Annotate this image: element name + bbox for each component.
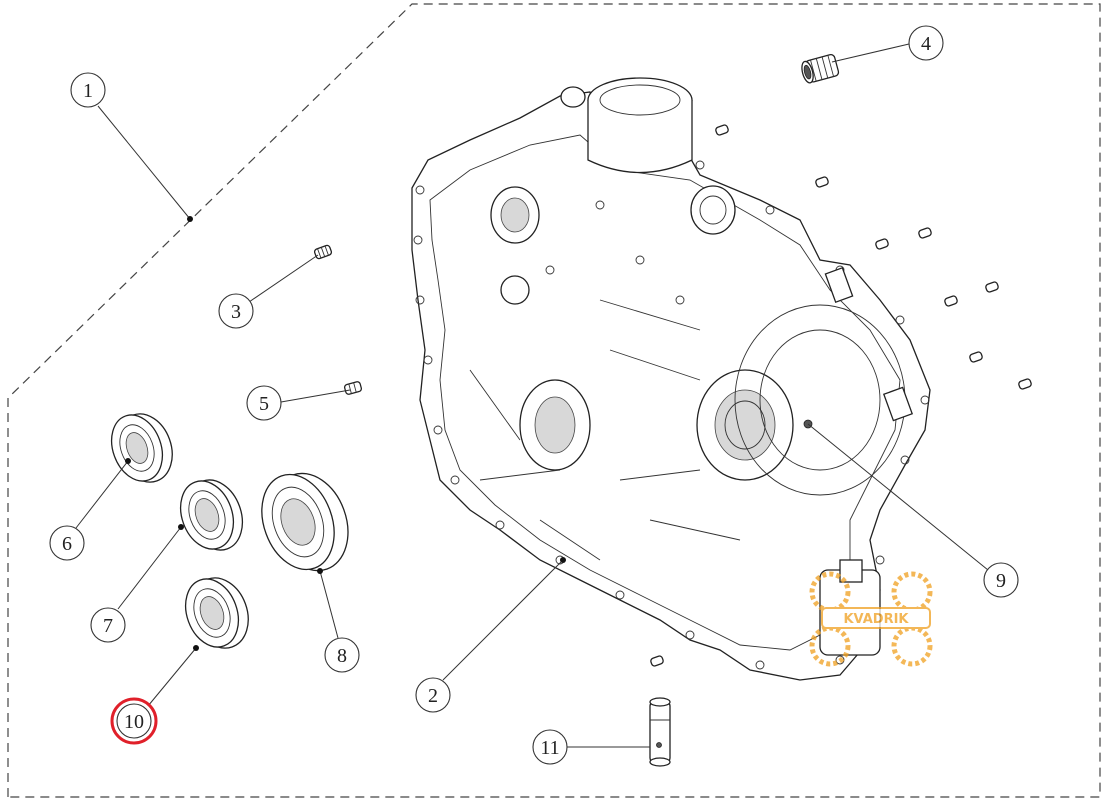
ball-bearing-7: [179, 479, 244, 551]
callout-10[interactable]: 10: [116, 703, 152, 739]
callout-3[interactable]: 3: [218, 293, 254, 329]
callout-7[interactable]: 7: [90, 607, 126, 643]
svg-text:6: 6: [62, 533, 72, 555]
svg-text:7: 7: [103, 615, 113, 637]
pin-part-11: [649, 697, 671, 767]
callout-5[interactable]: 5: [246, 385, 282, 421]
pin-part-3: [313, 244, 333, 260]
dowel-pins: [650, 124, 1032, 667]
kvadrik-watermark-logo: KVADRIK: [809, 571, 933, 667]
ball-bearing-10: [184, 577, 249, 649]
callout-2[interactable]: 2: [415, 677, 451, 713]
svg-text:3: 3: [231, 301, 241, 323]
svg-text:2: 2: [428, 685, 438, 707]
callout-6[interactable]: 6: [49, 525, 85, 561]
ball-bearing-6: [110, 413, 173, 483]
callout-11[interactable]: 11: [532, 729, 568, 765]
svg-text:4: 4: [921, 33, 931, 55]
watermark-text: KVADRIK: [843, 612, 909, 627]
svg-text:8: 8: [337, 645, 347, 667]
svg-text:11: 11: [540, 737, 559, 759]
needle-bearing-part: [801, 54, 840, 84]
crankcase-half: [411, 77, 931, 681]
svg-text:1: 1: [83, 80, 93, 102]
ball-bearing-8: [261, 472, 349, 572]
callout-1[interactable]: 1: [70, 72, 106, 108]
svg-text:9: 9: [996, 570, 1006, 592]
callout-8[interactable]: 8: [324, 637, 360, 673]
svg-text:10: 10: [124, 711, 144, 733]
assembly-boundary: [7, 3, 1101, 798]
pin-part-5: [344, 381, 362, 395]
callout-10-highlight-ring: [110, 697, 158, 745]
svg-text:5: 5: [259, 393, 269, 415]
callout-4[interactable]: 4: [908, 25, 944, 61]
callout-9[interactable]: 9: [983, 562, 1019, 598]
